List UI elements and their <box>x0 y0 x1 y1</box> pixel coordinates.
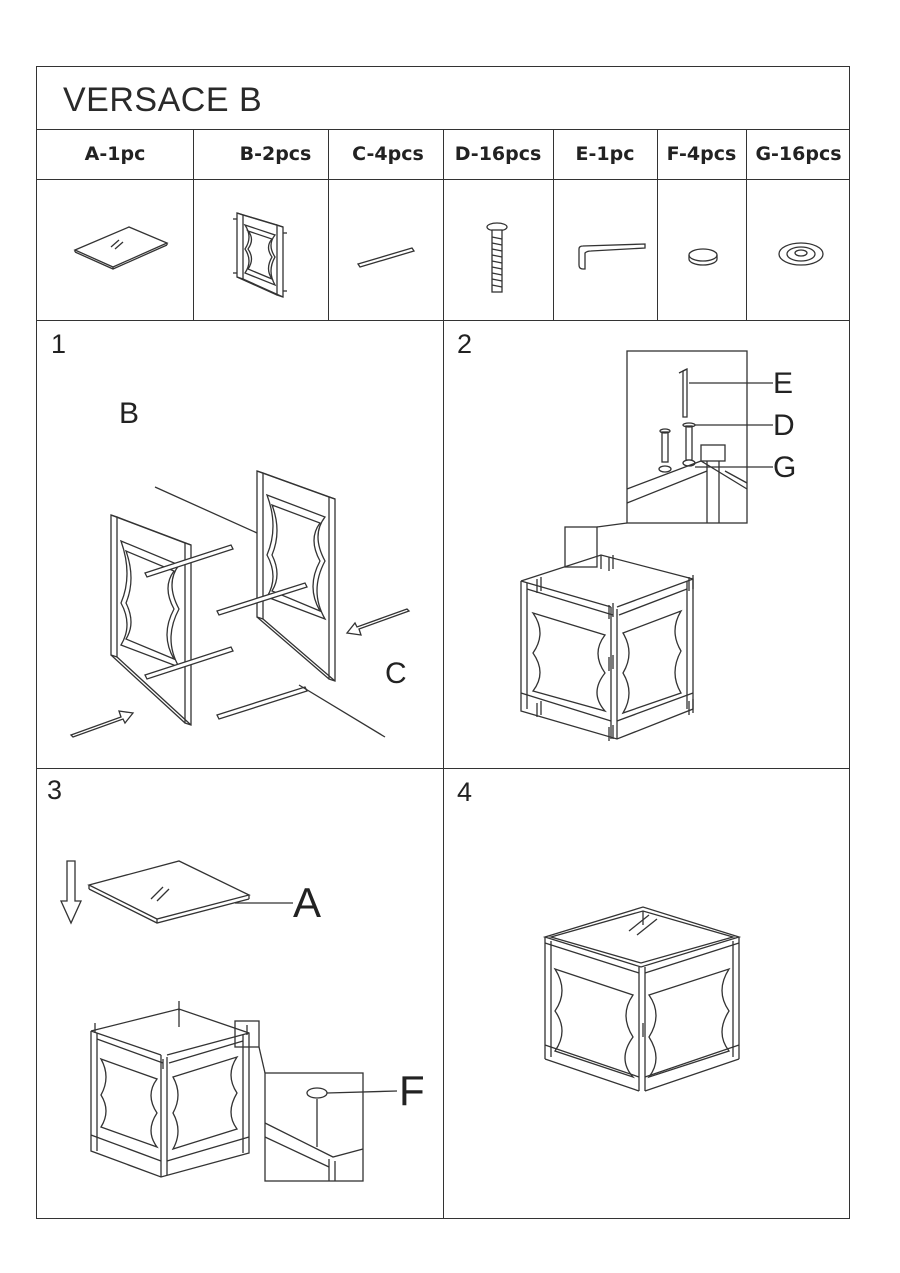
part-label-f: F-4pcs <box>666 143 737 165</box>
part-label-d: D-16pcs <box>454 143 542 165</box>
step-3-illustration <box>59 860 398 1182</box>
divider <box>443 129 444 1219</box>
divider <box>328 129 329 320</box>
instruction-sheet: VERSACE B A-1pc B-2pcs C-4pcs D-16pcs E-… <box>36 66 850 1219</box>
callout-c: C <box>385 657 407 690</box>
washer-icon <box>778 242 824 266</box>
part-label-a: A-1pc <box>84 143 146 165</box>
part-label-b: B-2pcs <box>239 143 312 165</box>
step-number-3: 3 <box>47 775 63 805</box>
part-label-e: E-1pc <box>575 143 635 165</box>
part-label-c: C-4pcs <box>352 143 424 165</box>
callout-e: E <box>773 367 794 400</box>
glass-top-icon <box>73 226 169 270</box>
glass-pad-icon <box>688 248 718 266</box>
divider <box>657 129 658 320</box>
callout-a: A <box>293 879 322 926</box>
divider <box>746 129 747 320</box>
allen-key-icon <box>578 243 646 270</box>
connecting-bar-icon <box>356 247 416 268</box>
bolt-icon <box>486 222 508 293</box>
step-4-illustration <box>542 906 742 1092</box>
part-label-g: G-16pcs <box>755 143 842 165</box>
step-2-illustration <box>520 350 773 741</box>
callout-g: G <box>773 451 797 484</box>
step-number-2: 2 <box>457 329 473 359</box>
callout-f: F <box>399 1067 425 1114</box>
step-number-1: 1 <box>51 329 67 359</box>
step-1-illustration <box>69 470 411 738</box>
side-frame-icon <box>233 212 287 298</box>
divider <box>193 129 194 320</box>
divider <box>553 129 554 320</box>
product-title: VERSACE B <box>63 81 263 119</box>
callout-b: B <box>119 397 140 430</box>
callout-d: D <box>773 409 795 442</box>
step-number-4: 4 <box>457 777 473 807</box>
